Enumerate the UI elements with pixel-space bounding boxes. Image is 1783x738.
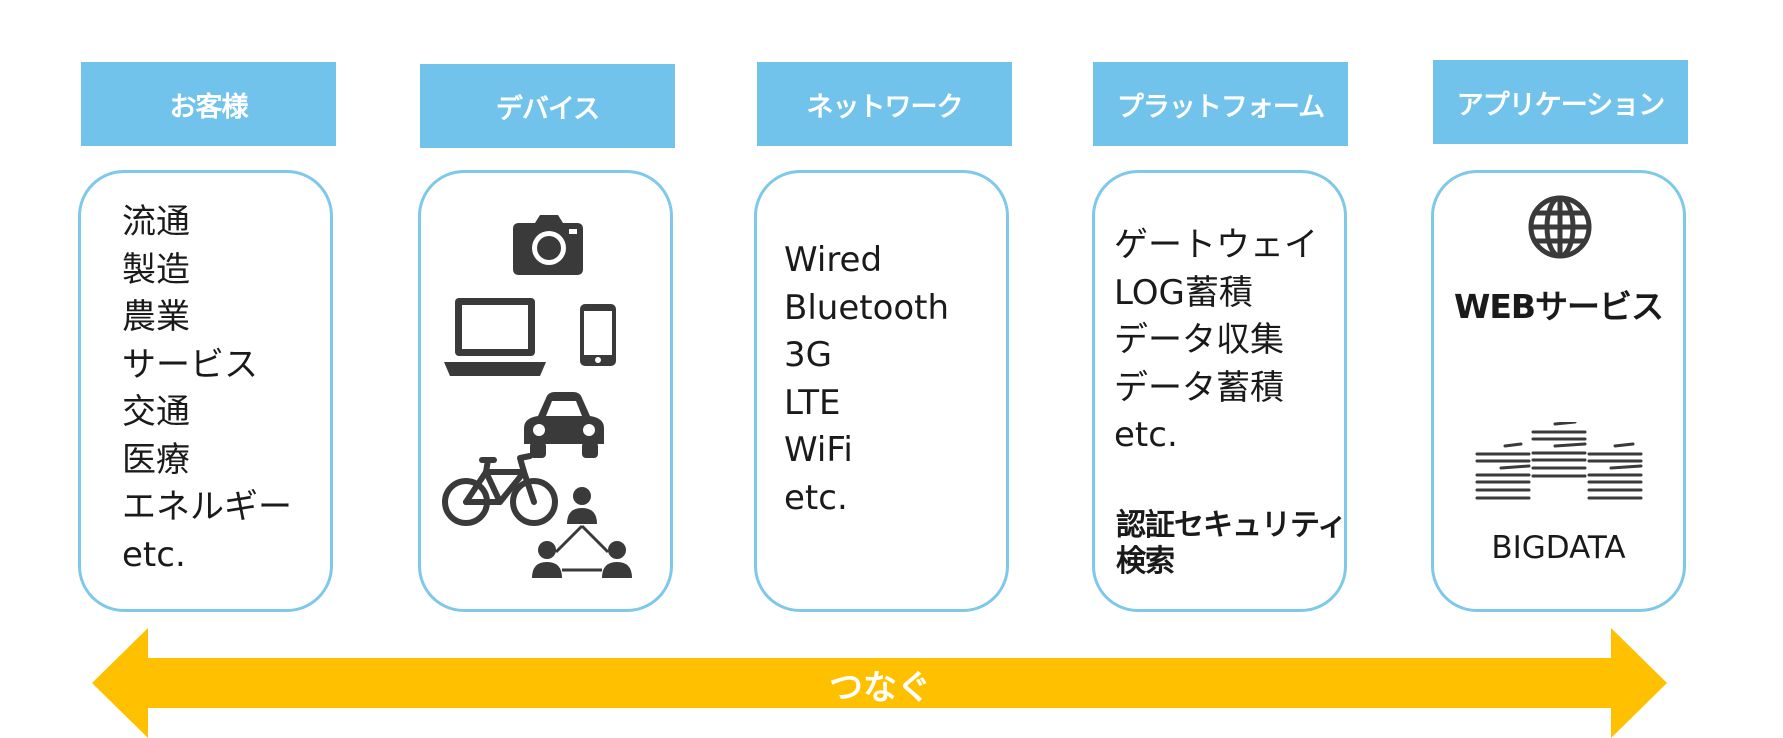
smartphone-icon <box>580 304 616 366</box>
people-network-icon <box>532 487 632 578</box>
header-customers: お客様 <box>81 62 336 146</box>
network-list: Wired Bluetooth 3G LTE WiFi etc. <box>784 237 949 522</box>
list-item: サービス <box>122 344 258 385</box>
bigdata-icon <box>1475 422 1643 500</box>
globe-icon <box>1528 195 1592 259</box>
list-item: etc. <box>1114 415 1178 455</box>
camera-icon <box>513 215 583 275</box>
list-item: etc. <box>122 534 186 575</box>
list-item: LOG蓄積 <box>1114 272 1253 313</box>
list-item: 医療 <box>122 439 190 480</box>
list-item: 検索 <box>1116 544 1175 579</box>
web-service-label: WEBサービス <box>1453 287 1664 326</box>
header-platform: プラットフォーム <box>1093 62 1348 146</box>
customers-card <box>78 170 333 612</box>
list-item: 3G <box>784 335 832 375</box>
list-item: 製造 <box>122 249 190 290</box>
network-card <box>754 170 1009 612</box>
list-item: Wired <box>784 240 883 280</box>
platform-sub-list: 認証セキュリティ 検索 <box>1116 508 1347 580</box>
list-item: WiFi <box>784 430 853 470</box>
list-item: 流通 <box>122 202 190 242</box>
platform-card <box>1092 170 1347 612</box>
list-item: etc. <box>784 477 848 518</box>
list-item: LTE <box>784 382 841 423</box>
arrow-label: つなぐ <box>829 668 931 708</box>
platform-list: ゲートウェイ LOG蓄積 データ収集 データ蓄積 etc. <box>1114 222 1318 455</box>
list-item: Bluetooth <box>784 287 950 328</box>
header-application: アプリケーション <box>1433 60 1688 144</box>
list-item: データ蓄積 <box>1114 367 1284 408</box>
list-item: エネルギー <box>122 487 292 527</box>
list-item: ゲートウェイ <box>1114 225 1318 265</box>
list-item: 交通 <box>122 392 190 432</box>
customers-list: 流通 製造 農業 サービス 交通 医療 エネルギー etc. <box>122 199 292 579</box>
list-item: 農業 <box>122 297 190 337</box>
car-icon <box>524 392 604 458</box>
header-devices: デバイス <box>420 64 675 148</box>
bicycle-icon <box>442 453 558 526</box>
bigdata-label: BIGDATA <box>1491 530 1626 566</box>
connect-double-arrow <box>92 628 1667 738</box>
list-item: データ収集 <box>1114 320 1284 360</box>
laptop-icon <box>444 298 546 376</box>
header-network: ネットワーク <box>757 62 1012 146</box>
list-item: 認証セキュリティ <box>1116 508 1347 543</box>
